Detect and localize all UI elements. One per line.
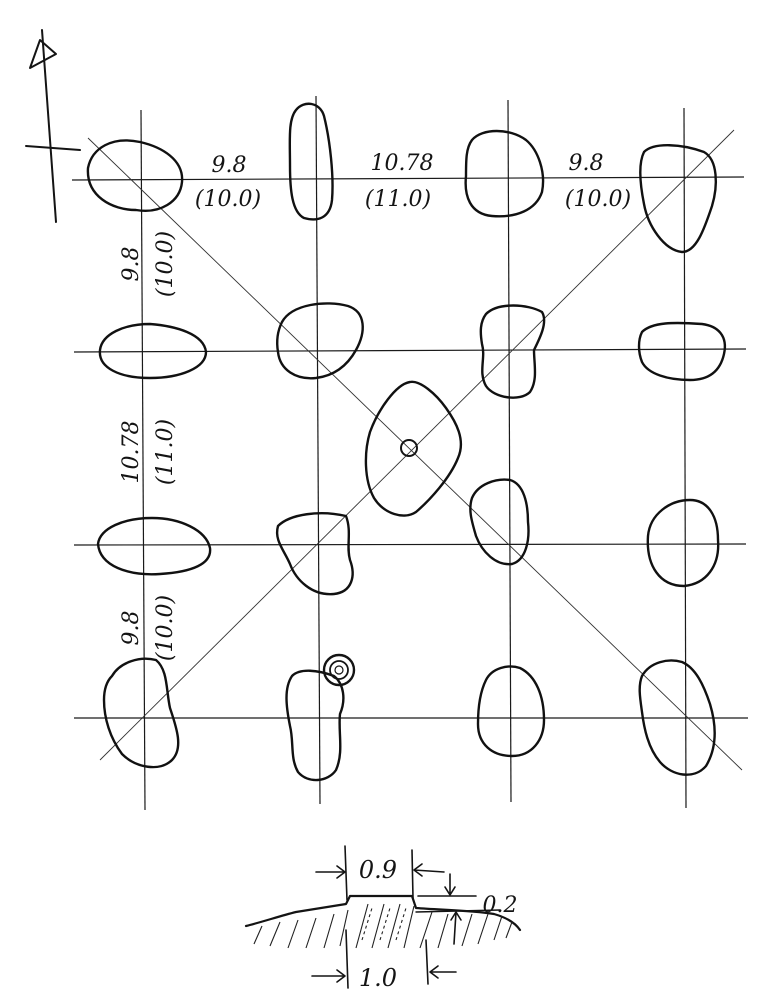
grid-lines (71, 95, 748, 811)
stone-r4-c1 (102, 657, 180, 769)
grid-col-2 (315, 95, 321, 805)
spacing-y-1-value: 9.8 (119, 247, 144, 282)
spacing-x-2-value: 10.78 (371, 151, 434, 176)
grid-col-3 (507, 99, 512, 803)
spacing-x-1-value: 9.8 (212, 153, 247, 178)
stone-r3-c4 (646, 498, 720, 588)
boulder-marker-icon (322, 653, 356, 687)
spacing-x-3-paren: (10.0) (565, 187, 631, 212)
spacing-y-1: 9.8 (10.0) (119, 231, 178, 297)
section-base-width: 1.0 (359, 964, 397, 992)
section-top-width: 0.9 (359, 856, 397, 884)
north-arrow-icon (25, 29, 81, 223)
stone-r3-c1 (96, 516, 212, 576)
section-top-arrow-right (413, 863, 445, 877)
spacing-x-2: 10.78 (11.0) (365, 151, 434, 212)
section-top-left-extension (344, 845, 348, 901)
grid-col-4 (683, 107, 687, 809)
center-marker-icon (400, 439, 418, 457)
stone-r4-c2 (285, 669, 345, 782)
stones (86, 102, 727, 782)
spacing-x-1: 9.8 (10.0) (195, 153, 261, 212)
section-base-left-extension (345, 929, 349, 989)
stone-r1-c2 (288, 102, 334, 221)
spacing-x-3: 9.8 (10.0) (565, 151, 631, 212)
section-base-arrow-right (429, 965, 457, 979)
stone-r2-c4 (637, 321, 727, 382)
spacing-y-3-value: 9.8 (119, 611, 144, 646)
section-height-arrow-up (450, 911, 462, 945)
stone-center (364, 380, 463, 517)
spacing-y-1-paren: (10.0) (153, 231, 178, 297)
stone-r1-c3 (464, 129, 545, 218)
stone-r3-c3 (469, 478, 530, 566)
stone-r1-c4 (639, 144, 717, 254)
spacing-y-2: 10.78 (11.0) (119, 419, 178, 485)
stone-r4-c3 (476, 665, 546, 758)
section-top-arrow-left (315, 865, 346, 879)
spacing-y-2-paren: (11.0) (153, 419, 178, 485)
spacing-y-3: 9.8 (10.0) (119, 595, 178, 661)
spacing-y-3-paren: (10.0) (153, 595, 178, 661)
section-base-arrow-left (311, 969, 346, 983)
spacing-x-1-paren: (10.0) (195, 187, 261, 212)
grid-row-3 (73, 543, 747, 546)
section-top-right-extension (411, 849, 414, 899)
section-ground-profile (244, 894, 522, 932)
grid-col-1 (140, 109, 146, 811)
section-height-arrow-down (444, 873, 456, 896)
stone-r2-c1 (98, 322, 208, 380)
grid-row-2 (73, 348, 747, 353)
spacing-x-3-value: 9.8 (569, 151, 604, 176)
spacing-y-2-value: 10.78 (119, 421, 144, 484)
stone-r3-c2 (275, 512, 354, 596)
stone-r1-c1 (86, 139, 184, 212)
grid-row-1 (71, 176, 745, 181)
stone-r2-c3 (479, 304, 546, 399)
stone-r2-c2 (276, 302, 364, 380)
section-hatching (253, 903, 513, 949)
cross-section: 0.9 0.2 1.0 (244, 845, 522, 992)
section-base-right-extension (425, 939, 429, 985)
spacing-x-2-paren: (11.0) (365, 187, 431, 212)
stone-r4-c4 (638, 659, 716, 776)
